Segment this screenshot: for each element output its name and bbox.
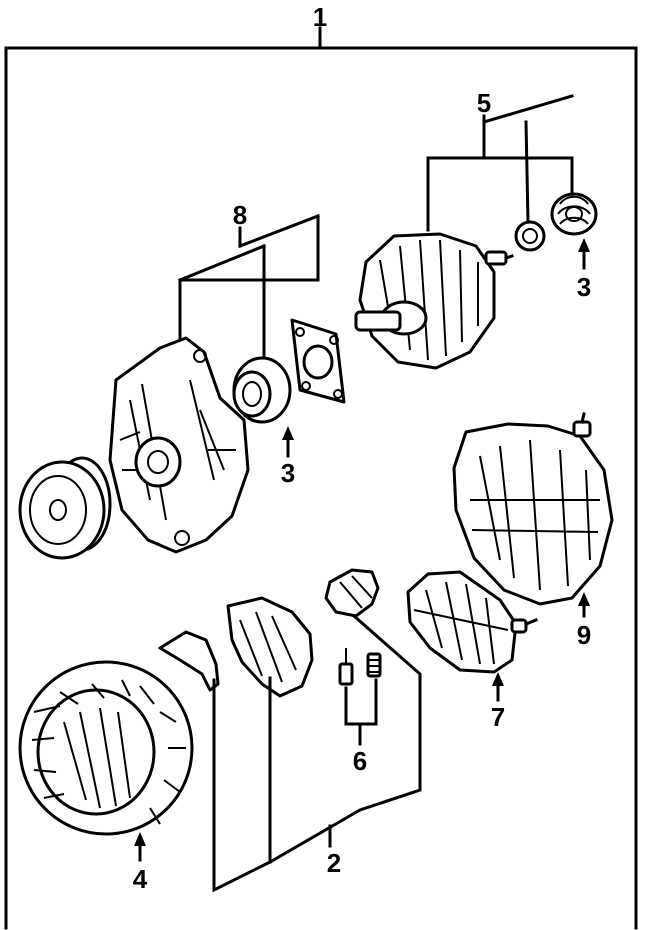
brush-spring bbox=[366, 652, 382, 678]
rear-housing bbox=[452, 412, 614, 606]
callout-4: 4 bbox=[133, 864, 148, 894]
arrow-3-rear bbox=[578, 238, 590, 270]
rotor-spacer bbox=[514, 220, 546, 252]
leader-8 bbox=[178, 214, 320, 358]
pulley bbox=[18, 456, 112, 560]
callout-3-front: 3 bbox=[281, 458, 295, 488]
terminal-bracket bbox=[158, 630, 220, 692]
rear-bearing bbox=[550, 192, 598, 236]
arrow-3-front bbox=[282, 426, 294, 458]
leader-5 bbox=[426, 94, 574, 232]
leader-2 bbox=[212, 613, 422, 893]
regulator-terminal bbox=[324, 568, 380, 618]
callout-5: 5 bbox=[477, 88, 491, 118]
callout-8: 8 bbox=[233, 200, 247, 230]
brush bbox=[338, 648, 354, 686]
voltage-regulator bbox=[226, 596, 314, 698]
rotor bbox=[354, 232, 514, 370]
callout-6: 6 bbox=[353, 746, 367, 776]
callout-2: 2 bbox=[327, 848, 341, 878]
assembly-frame bbox=[4, 26, 638, 930]
callout-3-rear: 3 bbox=[577, 272, 591, 302]
bearing-retainer bbox=[290, 318, 346, 404]
callout-7: 7 bbox=[491, 702, 505, 732]
arrow-7 bbox=[492, 672, 504, 702]
leader-6 bbox=[344, 678, 378, 746]
arrow-4 bbox=[134, 832, 146, 862]
front-bearing bbox=[232, 356, 292, 424]
stator bbox=[18, 660, 194, 836]
callout-9: 9 bbox=[577, 620, 591, 650]
arrow-9 bbox=[578, 592, 590, 618]
callout-1: 1 bbox=[313, 2, 327, 32]
front-housing bbox=[108, 336, 250, 554]
rectifier bbox=[406, 570, 538, 674]
